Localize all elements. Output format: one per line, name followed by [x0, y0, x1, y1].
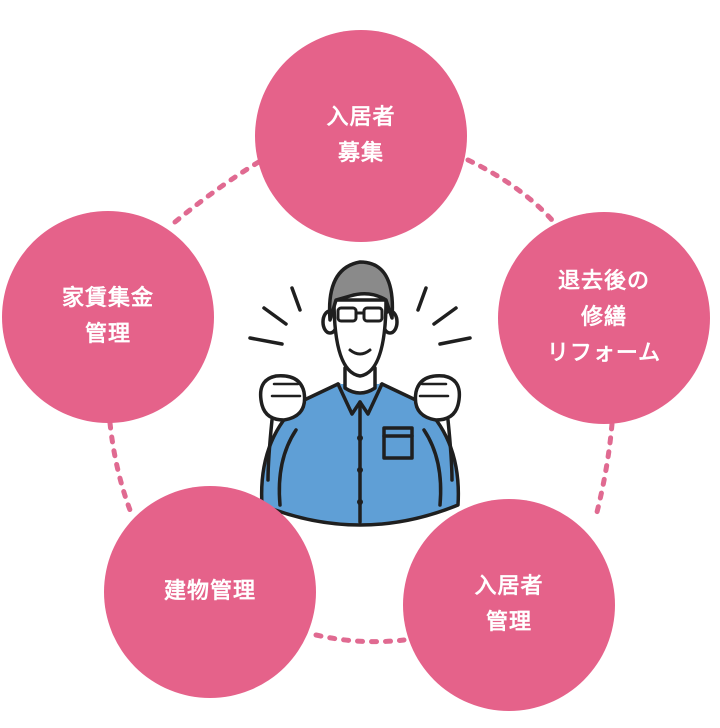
node-building-management: 建物管理: [104, 486, 316, 698]
connector-right-bottom: [592, 421, 615, 523]
node-label: 家賃集金 管理: [61, 286, 154, 347]
connector-left-bottom: [107, 420, 133, 513]
node-renovation: 退去後の 修繕 リフォーム: [498, 212, 710, 424]
node-label: 入居者 募集: [326, 105, 396, 166]
man-illustration: [248, 260, 472, 527]
connector-top-right: [465, 157, 555, 223]
connector-top-left: [172, 157, 265, 225]
node-label: 建物管理: [163, 579, 256, 604]
node-tenant-recruitment: 入居者 募集: [255, 30, 467, 242]
node-label: 入居者 管理: [474, 574, 544, 635]
node-label: 退去後の 修繕 リフォーム: [546, 269, 662, 366]
connector-bottom: [313, 632, 407, 645]
node-rent-collection: 家賃集金 管理: [2, 211, 214, 423]
node-tenant-management: 入居者 管理: [403, 499, 615, 711]
